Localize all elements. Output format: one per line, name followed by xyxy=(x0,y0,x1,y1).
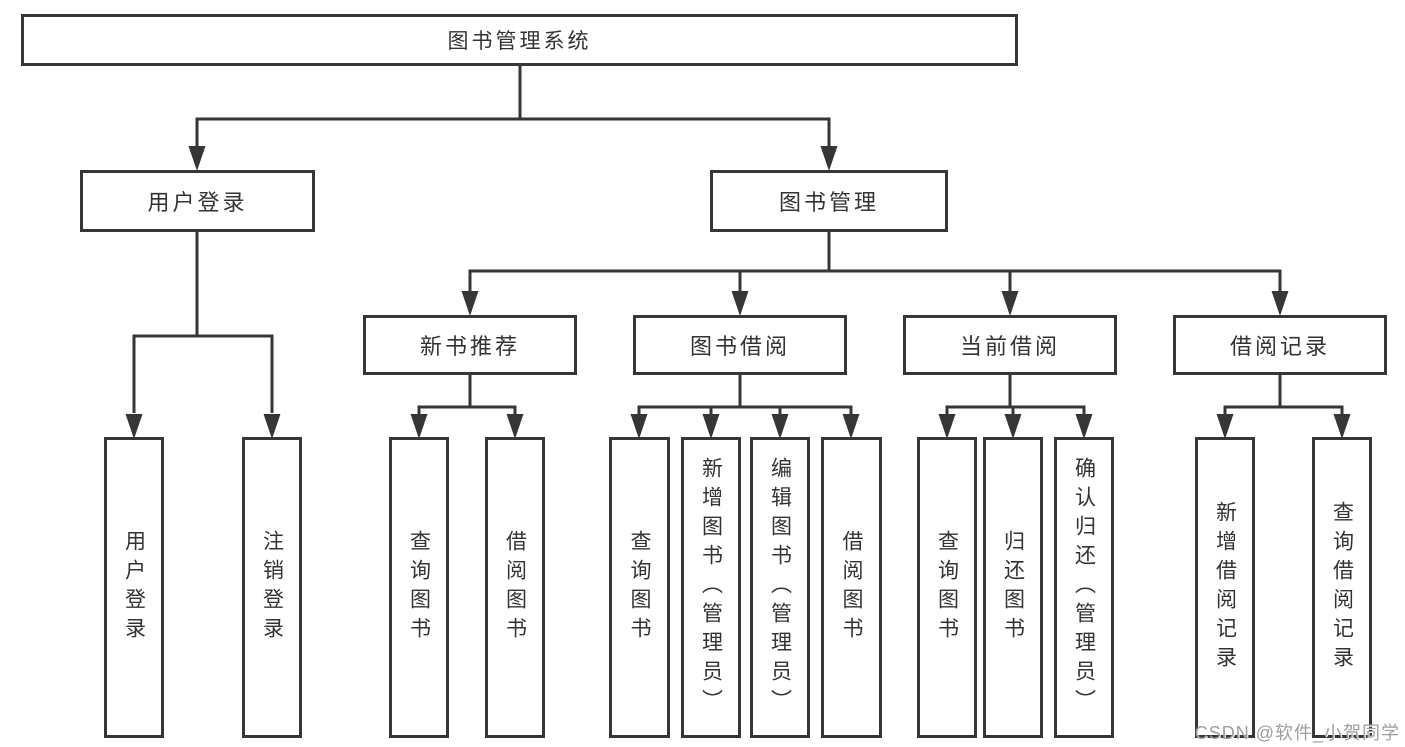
leaf-label: 新增图书（管理员） xyxy=(699,457,723,718)
leaf-label: 编辑图书（管理员） xyxy=(768,457,792,718)
leaf-logout: 注销登录 xyxy=(242,437,302,738)
node-borrowing-records: 借阅记录 xyxy=(1173,315,1387,375)
leaf-records-query-record: 查询借阅记录 xyxy=(1312,437,1372,738)
arrowhead-icons xyxy=(125,146,1351,439)
leaf-label: 查询图书 xyxy=(935,529,959,646)
leaf-current-return-books: 归还图书 xyxy=(983,437,1043,738)
leaf-borrowing-edit-books-admin: 编辑图书（管理员） xyxy=(750,437,810,738)
leaf-label: 新增借阅记录 xyxy=(1213,500,1237,675)
leaf-newrec-borrow-books: 借阅图书 xyxy=(485,437,545,738)
leaf-current-confirm-return-admin: 确认归还（管理员） xyxy=(1054,437,1114,738)
node-book-management: 图书管理 xyxy=(710,170,948,232)
leaf-borrowing-add-books-admin: 新增图书（管理员） xyxy=(681,437,741,738)
leaf-label: 借阅图书 xyxy=(840,529,863,646)
node-current-borrowing: 当前借阅 xyxy=(903,315,1117,375)
watermark-text: CSDN @软件_小贺同学 xyxy=(1194,723,1400,743)
leaf-label: 注销登录 xyxy=(260,529,284,646)
leaf-label: 查询图书 xyxy=(407,529,431,646)
node-user-login: 用户登录 xyxy=(80,170,315,232)
leaf-label: 借阅图书 xyxy=(503,529,527,646)
leaf-borrowing-borrow-books: 借阅图书 xyxy=(821,437,882,738)
node-new-book-recommend: 新书推荐 xyxy=(363,315,577,375)
leaf-label: 查询图书 xyxy=(628,529,651,646)
node-root: 图书管理系统 xyxy=(21,14,1018,66)
node-book-borrowing: 图书借阅 xyxy=(633,315,847,375)
leaf-user-login: 用户登录 xyxy=(104,437,164,738)
leaf-newrec-query-books: 查询图书 xyxy=(389,437,449,738)
leaf-records-add-record: 新增借阅记录 xyxy=(1195,437,1255,738)
leaf-label: 确认归还（管理员） xyxy=(1072,457,1096,718)
leaf-label: 归还图书 xyxy=(1001,529,1025,646)
leaf-borrowing-query-books: 查询图书 xyxy=(609,437,670,738)
leaf-label: 查询借阅记录 xyxy=(1330,500,1354,675)
leaf-label: 用户登录 xyxy=(122,529,146,646)
leaf-current-query-books: 查询图书 xyxy=(917,437,977,738)
